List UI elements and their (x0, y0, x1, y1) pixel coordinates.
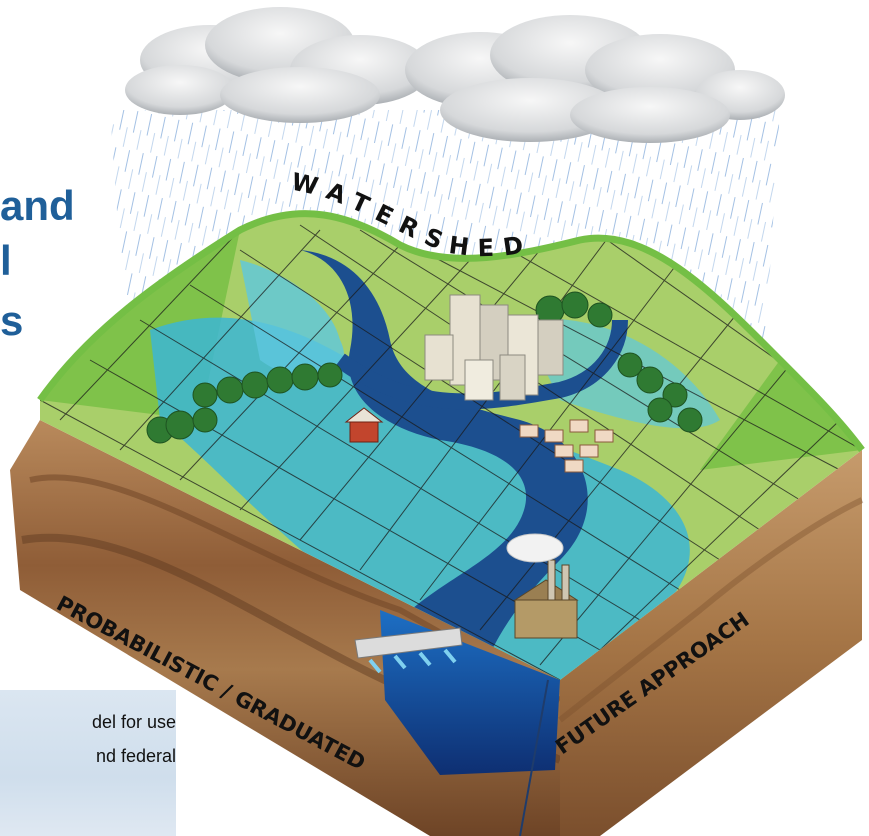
factory (506, 533, 579, 639)
caption-box: del for use nd federal (0, 690, 176, 836)
heading-fragment-1: and (0, 182, 75, 229)
river-cutaway (380, 610, 560, 775)
soil-right-face (560, 450, 862, 836)
city-buildings (424, 294, 564, 401)
rain-clouds (125, 7, 785, 143)
heading-fragment-3: s (0, 297, 24, 344)
farm-barn (344, 407, 384, 443)
houses (519, 419, 614, 473)
caption-line-1: del for use (91, 712, 176, 732)
heading-fragment-2: l (0, 237, 12, 284)
dam (354, 627, 463, 674)
caption-line-2: nd federal (95, 746, 176, 766)
pointer-line (519, 679, 549, 836)
grass-edge (37, 210, 865, 453)
tree-clusters (146, 291, 703, 444)
